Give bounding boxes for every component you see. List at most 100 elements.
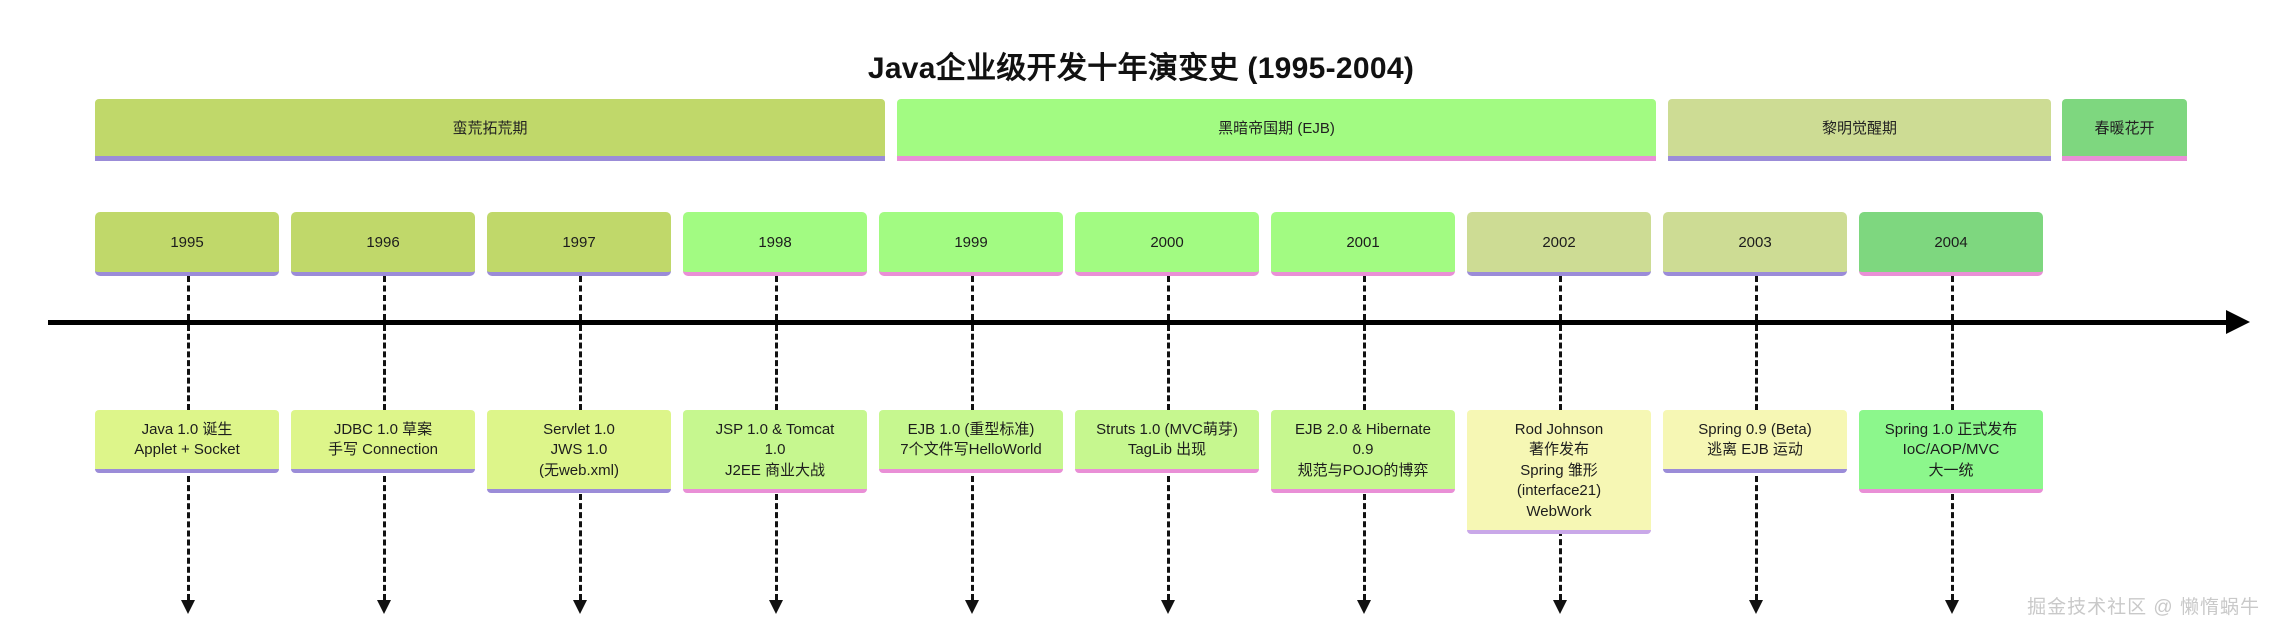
connector-card-tail xyxy=(775,494,778,600)
connector-arrow-icon xyxy=(1161,600,1175,614)
year-box-2001[interactable]: 2001 xyxy=(1271,212,1455,276)
year-label: 1997 xyxy=(562,233,596,251)
timeline-axis-arrow-icon xyxy=(2226,310,2250,334)
connector-arrow-icon xyxy=(1945,600,1959,614)
event-card-line: 规范与POJO的博弈 xyxy=(1297,461,1429,479)
event-card-line: (无web.xml) xyxy=(538,461,619,479)
watermark: 掘金技术社区 @ 懒惰蜗牛 xyxy=(2027,597,2260,618)
connector-year-to-axis xyxy=(1951,276,1954,320)
event-card-line: Struts 1.0 (MVC萌芽) xyxy=(1096,421,1238,438)
year-box-1998[interactable]: 1998 xyxy=(683,212,867,276)
event-card-1996[interactable]: JDBC 1.0 草案手写 Connection xyxy=(291,410,475,473)
event-card-line: JDBC 1.0 草案 xyxy=(333,421,433,438)
connector-arrow-icon xyxy=(1749,600,1763,614)
year-label: 1995 xyxy=(170,233,204,251)
connector-year-to-axis xyxy=(971,276,974,320)
year-label: 2004 xyxy=(1934,233,1968,251)
event-card-line: Servlet 1.0 xyxy=(543,421,615,438)
event-card-2001[interactable]: EJB 2.0 & Hibernate 0.9 规范与POJO的博弈 xyxy=(1271,410,1455,494)
year-label: 1999 xyxy=(954,233,988,251)
event-card-line: 大一统 xyxy=(1928,461,1974,479)
event-card-line: 1.0 xyxy=(764,441,786,459)
event-card-line: 手写 Connection xyxy=(327,441,439,459)
connector-arrow-icon xyxy=(1553,600,1567,614)
timeline-axis-line xyxy=(48,320,2228,325)
connector-card-tail xyxy=(383,476,386,600)
connector-axis-to-card xyxy=(971,325,974,410)
connector-card-tail xyxy=(1755,476,1758,600)
event-card-1999[interactable]: EJB 1.0 (重型标准)7个文件写HelloWorld xyxy=(879,410,1063,473)
connector-card-tail xyxy=(1167,476,1170,600)
connector-year-to-axis xyxy=(1559,276,1562,320)
event-card-line: 著作发布 xyxy=(1528,441,1589,459)
era-band: 蛮荒拓荒期 xyxy=(95,99,885,161)
year-box-2003[interactable]: 2003 xyxy=(1663,212,1847,276)
year-box-1999[interactable]: 1999 xyxy=(879,212,1063,276)
era-band-label: 黑暗帝国期 (EJB) xyxy=(1218,120,1335,137)
connector-arrow-icon xyxy=(1357,600,1371,614)
year-box-row: 1995 1996 1997 1998 1999 2000 2001 2002 2003 2004 xyxy=(95,212,2187,276)
connector-card-tail xyxy=(1363,494,1366,600)
year-box-2002[interactable]: 2002 xyxy=(1467,212,1651,276)
connector-axis-to-card xyxy=(1755,325,1758,410)
event-card-line: Spring 0.9 (Beta) xyxy=(1698,421,1812,438)
connector-arrow-icon xyxy=(965,600,979,614)
year-box-1995[interactable]: 1995 xyxy=(95,212,279,276)
connector-card-tail xyxy=(579,494,582,600)
event-card-line: 0.9 xyxy=(1352,441,1374,459)
event-card-line: EJB 1.0 (重型标准) xyxy=(907,421,1035,438)
event-card-line: Applet + Socket xyxy=(134,441,240,459)
connector-axis-to-card xyxy=(1951,325,1954,410)
event-card-2003[interactable]: Spring 0.9 (Beta)逃离 EJB 运动 xyxy=(1663,410,1847,473)
connector-axis-to-card xyxy=(187,325,190,410)
connector-axis-to-card xyxy=(1559,325,1562,410)
event-card-line: (interface21) xyxy=(1516,482,1602,500)
year-label: 2000 xyxy=(1150,233,1184,251)
page-title: Java企业级开发十年演变史 (1995-2004) xyxy=(867,52,1415,85)
era-band: 黑暗帝国期 (EJB) xyxy=(897,99,1656,161)
event-card-1995[interactable]: Java 1.0 诞生 Applet + Socket xyxy=(95,410,279,473)
year-label: 2002 xyxy=(1542,233,1576,251)
event-card-line: TagLib 出现 xyxy=(1127,441,1207,459)
event-card-line: J2EE 商业大战 xyxy=(724,461,826,479)
year-label: 1996 xyxy=(366,233,400,251)
connector-year-to-axis xyxy=(187,276,190,320)
era-band: 春暖花开 xyxy=(2062,99,2187,161)
connector-arrow-icon xyxy=(377,600,391,614)
year-box-2000[interactable]: 2000 xyxy=(1075,212,1259,276)
year-label: 1998 xyxy=(758,233,792,251)
connector-year-to-axis xyxy=(383,276,386,320)
era-band: 黎明觉醒期 xyxy=(1668,99,2051,161)
connector-axis-to-card xyxy=(1363,325,1366,410)
event-card-2004[interactable]: Spring 1.0 正式发布 IoC/AOP/MVC 大一统 xyxy=(1859,410,2043,494)
year-box-1996[interactable]: 1996 xyxy=(291,212,475,276)
event-card-line: Spring 1.0 正式发布 xyxy=(1884,421,2018,438)
event-card-line: IoC/AOP/MVC xyxy=(1902,441,2000,459)
connector-axis-to-card xyxy=(383,325,386,410)
connector-axis-to-card xyxy=(775,325,778,410)
connector-arrow-icon xyxy=(769,600,783,614)
year-box-2004[interactable]: 2004 xyxy=(1859,212,2043,276)
event-card-line: JSP 1.0 & Tomcat xyxy=(715,421,835,438)
connector-year-to-axis xyxy=(579,276,582,320)
connector-year-to-axis xyxy=(1363,276,1366,320)
connector-arrow-icon xyxy=(181,600,195,614)
year-label: 2001 xyxy=(1346,233,1380,251)
connector-card-tail xyxy=(187,476,190,600)
connector-card-tail xyxy=(1951,494,1954,600)
connector-card-tail xyxy=(971,476,974,600)
connector-card-tail xyxy=(1559,530,1562,600)
era-band-label: 春暖花开 xyxy=(2094,120,2155,137)
connector-arrow-icon xyxy=(573,600,587,614)
era-band-label: 蛮荒拓荒期 xyxy=(452,120,528,137)
event-card-line: Java 1.0 诞生 xyxy=(141,421,233,438)
event-card-line: EJB 2.0 & Hibernate xyxy=(1295,421,1431,438)
connector-axis-to-card xyxy=(1167,325,1170,410)
era-band-row: 蛮荒拓荒期 黑暗帝国期 (EJB) 黎明觉醒期 春暖花开 xyxy=(95,99,2187,161)
connector-axis-to-card xyxy=(579,325,582,410)
year-box-1997[interactable]: 1997 xyxy=(487,212,671,276)
event-card-2000[interactable]: Struts 1.0 (MVC萌芽) TagLib 出现 xyxy=(1075,410,1259,473)
